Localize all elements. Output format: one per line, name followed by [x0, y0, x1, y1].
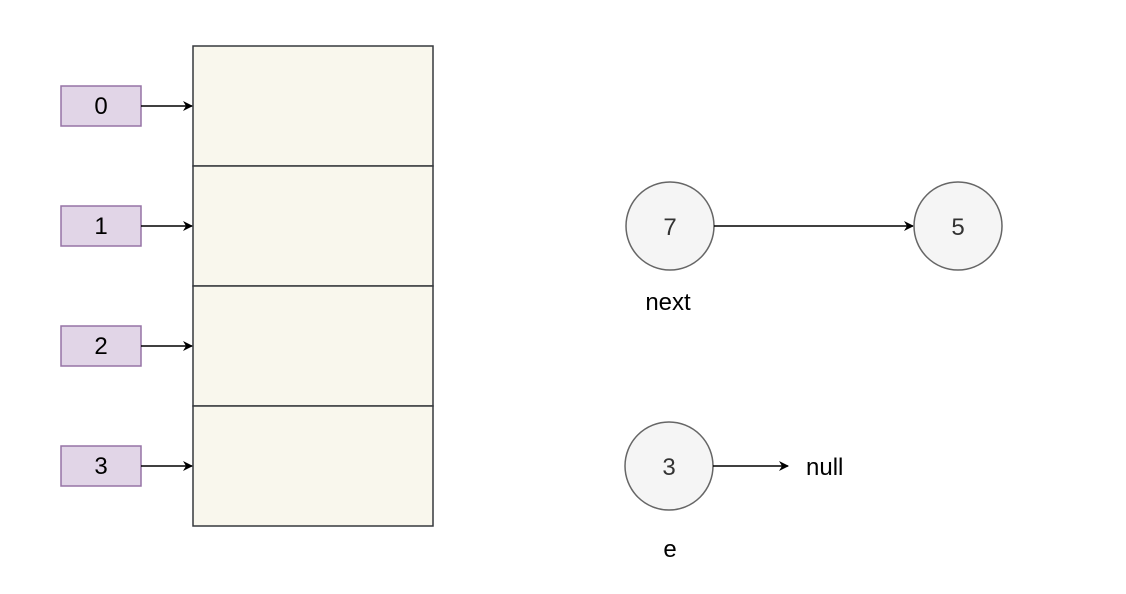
- node-7: 7: [625, 181, 715, 271]
- index-label-1: 1: [94, 213, 107, 240]
- e-label: e: [663, 536, 676, 563]
- null-label: null: [806, 454, 843, 481]
- node-3-value: 3: [662, 454, 675, 481]
- bucket-cell-3: [192, 405, 434, 527]
- node-3: 3: [624, 421, 714, 511]
- node-5-value: 5: [951, 214, 964, 241]
- node-7-value: 7: [663, 214, 676, 241]
- bucket-cell-1: [192, 165, 434, 287]
- index-box-3: 3: [60, 445, 142, 487]
- bucket-cell-2: [192, 285, 434, 407]
- bucket-cell-0: [192, 45, 434, 167]
- node-5: 5: [913, 181, 1003, 271]
- next-label: next: [645, 289, 691, 316]
- index-label-3: 3: [94, 453, 107, 480]
- index-label-2: 2: [94, 333, 107, 360]
- index-box-0: 0: [60, 85, 142, 127]
- index-box-2: 2: [60, 325, 142, 367]
- bucket-array: [192, 45, 434, 527]
- index-label-0: 0: [94, 93, 107, 120]
- index-box-1: 1: [60, 205, 142, 247]
